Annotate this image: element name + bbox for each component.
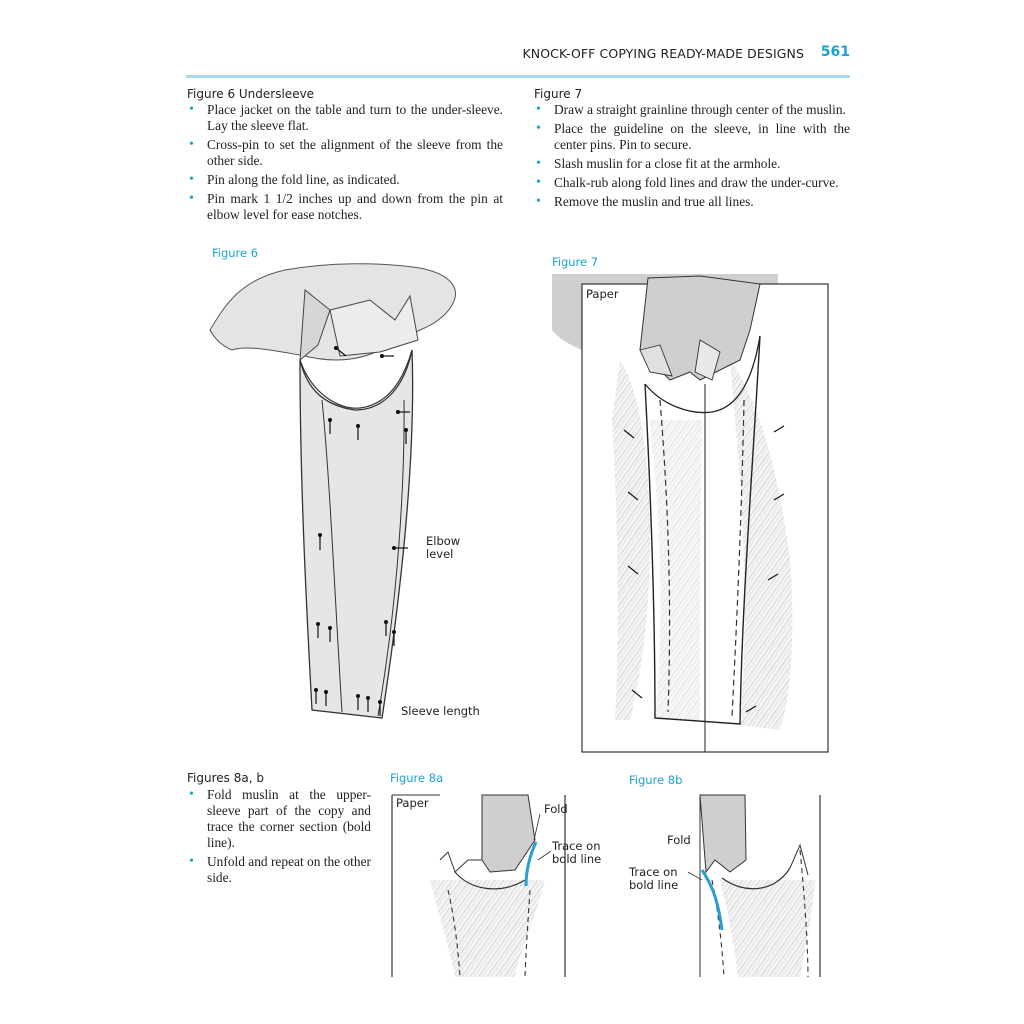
running-title: KNOCK-OFF COPYING READY-MADE DESIGNS: [522, 46, 804, 61]
figure-8b-fold-label: Fold: [667, 833, 691, 847]
figure-7-steps: Draw a straight grainline through center…: [534, 102, 850, 213]
figure-6-steps: Place jacket on the table and turn to th…: [187, 102, 503, 226]
figure-6-sleeve-drawing: [209, 263, 456, 719]
figure-7-step: Place the guideline on the sleeve, in li…: [534, 121, 850, 153]
elbow-label-line-1: Elbow: [426, 534, 461, 548]
figure-6-heading: Figure 6 Undersleeve: [187, 87, 315, 101]
figure-7-step: Slash muslin for a close fit at the armh…: [534, 156, 850, 172]
elbow-level-label: Elbow level: [426, 535, 460, 561]
figure-8a-paper-label: Paper: [396, 796, 429, 810]
figure-6-step: Pin mark 1 1/2 inches up and down from t…: [187, 191, 503, 223]
running-header: KNOCK-OFF COPYING READY-MADE DESIGNS 561: [186, 40, 851, 66]
figure-8-step: Fold muslin at the upper-sleeve part of …: [187, 787, 371, 851]
figure-8a-fold-label: Fold: [544, 802, 568, 816]
figure-8b-drawing: [687, 794, 821, 978]
figure-8a-trace-line-2: bold line: [552, 852, 602, 866]
figure-6-caption: Figure 6: [212, 246, 259, 260]
figure-6-step: Pin along the fold line, as indicated.: [187, 172, 503, 188]
figure-8a-caption: Figure 8a: [390, 771, 444, 785]
figure-7-step: Draw a straight grainline through center…: [534, 102, 850, 118]
figure-8-step: Unfold and repeat on the other side.: [187, 854, 371, 886]
sleeve-length-label: Sleeve length: [401, 704, 480, 718]
figure-6-step: Place jacket on the table and turn to th…: [187, 102, 503, 134]
figure-7-caption: Figure 7: [552, 255, 599, 269]
figure-7-drawing: [552, 274, 829, 753]
figure-7-paper-label: Paper: [586, 287, 619, 301]
header-rule: [186, 75, 850, 78]
figure-8-heading: Figures 8a, b: [187, 771, 264, 785]
figure-8-steps: Fold muslin at the upper-sleeve part of …: [187, 787, 371, 889]
figure-8b-trace-line-1: Trace on: [629, 865, 678, 879]
figure-6-step: Cross-pin to set the alignment of the sl…: [187, 137, 503, 169]
figure-7-heading: Figure 7: [534, 87, 583, 101]
figure-7-step: Chalk-rub along fold lines and draw the …: [534, 175, 850, 191]
figure-8a-trace-label: Trace on bold line: [552, 840, 601, 866]
page-number: 561: [820, 44, 850, 60]
figure-8b-trace-label: Trace on bold line: [629, 866, 678, 892]
figure-8b-caption: Figure 8b: [629, 773, 683, 787]
figure-8a-trace-line-1: Trace on: [552, 839, 601, 853]
figure-8b-trace-line-2: bold line: [629, 878, 679, 892]
figure-7-step: Remove the muslin and true all lines.: [534, 194, 850, 210]
figure-8a-drawing: [391, 794, 566, 978]
elbow-label-line-2: level: [426, 547, 454, 561]
